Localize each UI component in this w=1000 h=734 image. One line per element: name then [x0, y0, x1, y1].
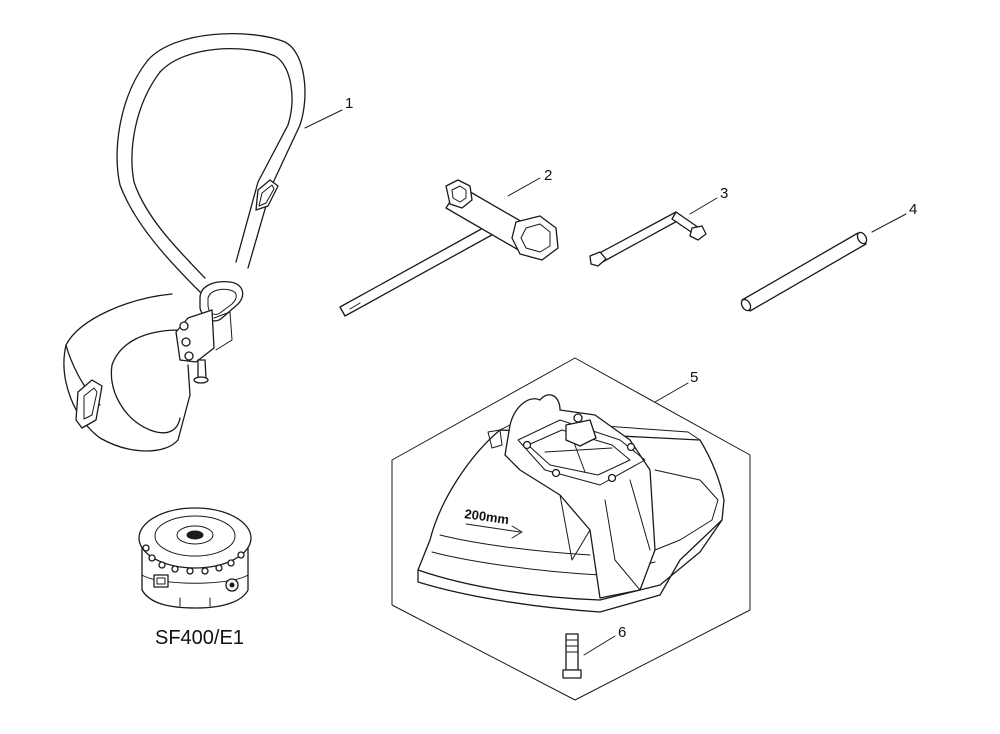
part-3-hex-key: 3: [589, 185, 728, 267]
model-label: SF400/E1: [155, 627, 244, 649]
part-6-bolt: 6: [562, 624, 626, 679]
part-1-shoulder-harness: 1: [63, 32, 353, 452]
callout-4: 4: [909, 201, 917, 218]
callout-3: 3: [720, 185, 728, 202]
part-4-rod: 4: [740, 201, 917, 312]
trimmer-head-sf400: SF400/E1: [138, 507, 252, 649]
part-2-t-wrench: 2: [339, 167, 559, 317]
callout-2: 2: [544, 167, 552, 184]
callout-5: 5: [690, 369, 698, 386]
guard-embossing: 200mm: [464, 506, 510, 527]
callout-1: 1: [345, 95, 353, 112]
part-5-guard-assembly: 200mm 5: [391, 357, 751, 701]
callout-6: 6: [618, 624, 626, 641]
